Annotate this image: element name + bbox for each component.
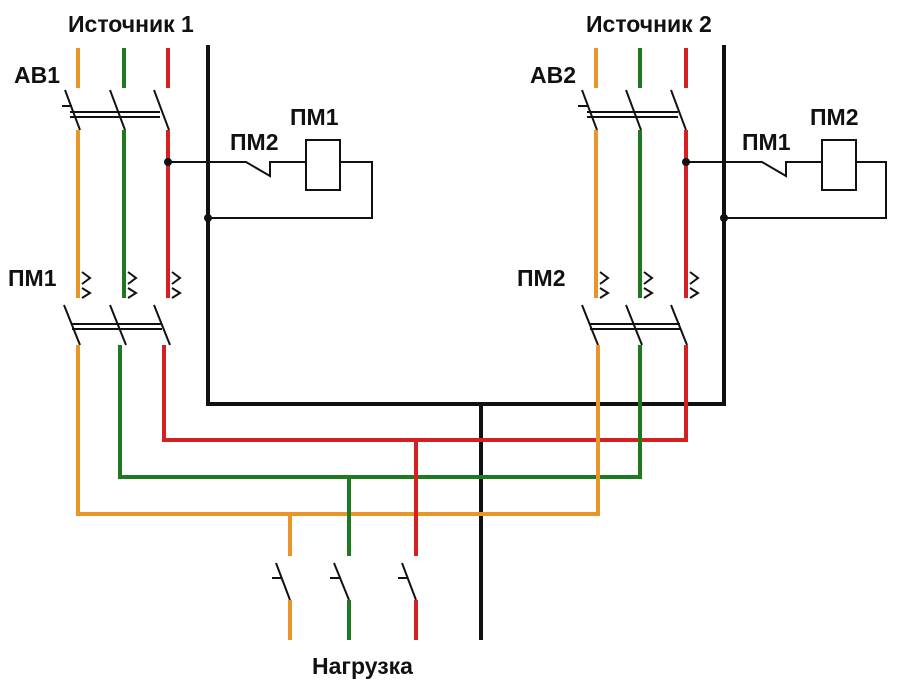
- breaker2-label: АВ2: [530, 62, 576, 88]
- coil2-interlock-label: ПМ1: [742, 129, 791, 155]
- src1-phase-b-out: [118, 345, 642, 479]
- contactor1-aux-markers: [81, 271, 182, 299]
- coil1-control-circuit: [164, 139, 373, 222]
- coil2-name-label: ПМ2: [810, 104, 858, 130]
- source2-label: Источник 2: [586, 11, 712, 37]
- src1-phase-a-out: [76, 345, 600, 516]
- breaker2-symbol: [578, 89, 687, 131]
- coil1-name-label: ПМ1: [290, 104, 339, 130]
- contactor2-label: ПМ2: [517, 265, 565, 291]
- contactor2-aux-markers: [599, 271, 700, 299]
- load-switch-symbol: [272, 562, 417, 601]
- contactor1-label: ПМ1: [8, 265, 57, 291]
- contactor1-symbol: [63, 304, 171, 346]
- breaker1-label: АВ1: [14, 62, 60, 88]
- coil1-interlock-label: ПМ2: [230, 129, 278, 155]
- coil2-control-circuit: [682, 139, 887, 222]
- src1-phase-c-out: [162, 345, 688, 442]
- source1-label: Источник 1: [68, 11, 194, 37]
- neutral-bus: [206, 45, 726, 406]
- load-label: Нагрузка: [312, 653, 413, 679]
- coil1-rect: [305, 139, 341, 191]
- contactor2-symbol: [581, 304, 688, 346]
- coil2-rect: [821, 139, 857, 191]
- breaker1-symbol: [62, 89, 170, 131]
